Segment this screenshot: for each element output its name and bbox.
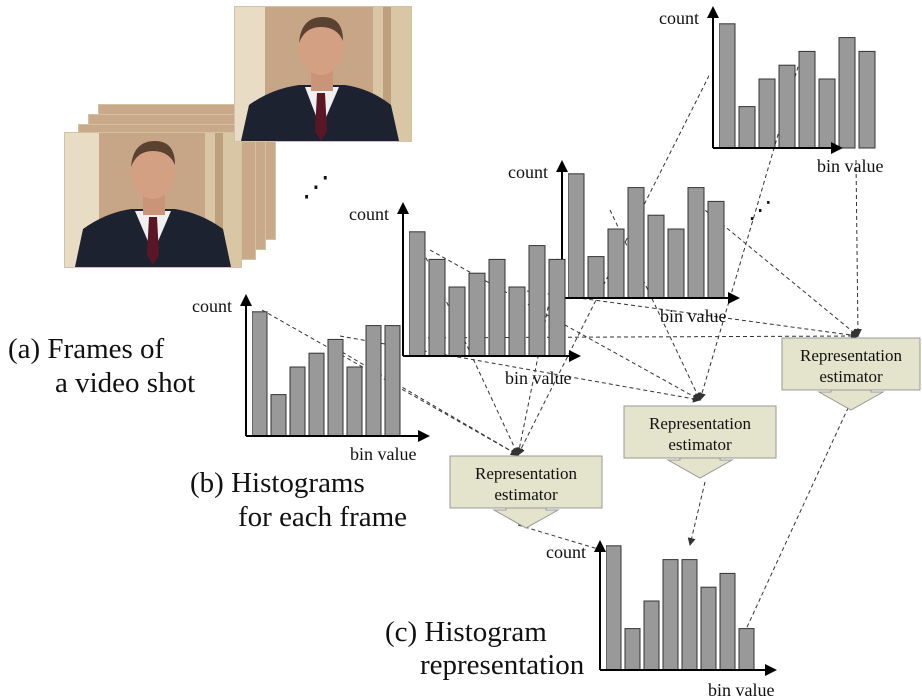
histogram-bar [667,228,685,299]
dashed-arrow [741,381,861,639]
speaker-image [65,133,241,267]
estimator-box [781,337,921,391]
histogram-bar [448,286,466,357]
histogram-frame4: count bin value [659,6,883,176]
histogram-bar [567,173,585,299]
representation-estimator: Representation estimator [449,455,603,529]
histogram-bar [408,231,426,357]
histogram-frame2: count bin value [349,202,581,388]
estimator-box [623,405,777,459]
count-label: count [508,162,548,182]
caption-histograms-line1: (b) Histograms [190,467,365,499]
ellipsis-frames: ⋰ [302,170,330,203]
dashed-arrow [687,481,706,546]
histogram-bar [624,628,641,671]
histogram-representation: count bin value [546,540,777,700]
dashed-arrow [339,335,701,403]
histogram-bar [270,394,287,437]
histogram-bar [700,586,717,671]
dashed-arrow [699,205,859,337]
histogram-bar [327,338,344,437]
representation-estimator: Representation estimator [623,405,777,479]
count-label: count [546,542,586,562]
histogram-bar [818,78,836,149]
dashed-arrow [853,159,862,337]
histogram-bar [662,559,679,671]
caption-representation-line2: representation [420,649,585,681]
histogram-bar [528,245,546,357]
histogram-bar [707,200,725,299]
video-frame-last [234,6,412,142]
histogram-bar [428,258,446,357]
histogram-bar [687,187,705,299]
caption-frames-line1: (a) Frames of [8,333,165,365]
histogram-bar [738,628,755,671]
histogram-bar [607,228,625,299]
ellipsis-histograms: ⋰ [748,196,772,224]
histogram-bar [308,352,325,437]
dashed-arrow [609,209,701,401]
histogram-bar [718,23,736,149]
histogram-bar [738,106,756,149]
video-frame-front [64,132,242,268]
dashed-arrow [329,344,519,456]
bin-value-label: bin value [660,306,726,326]
histogram-bar [858,50,876,149]
histogram-bar [647,214,665,299]
histogram-bar [605,545,622,671]
count-label: count [192,296,232,316]
estimator-label-line1: Representation [475,464,577,483]
estimator-label-line2: estimator [494,485,558,504]
estimator-label-line2: estimator [668,435,732,454]
histogram-bar [384,325,401,437]
histogram-bar [365,325,382,437]
histogram-bar [838,37,856,149]
histogram-bar [587,256,605,299]
bin-value-label: bin value [505,368,571,388]
caption-frames-line2: a video shot [55,367,196,399]
histogram-bar [346,366,363,437]
speaker-image [235,7,411,141]
histogram-bar [468,272,486,357]
estimator-label-line2: estimator [819,367,883,386]
histogram-bar [289,366,306,437]
histogram-bar [798,50,816,149]
estimator-label-line1: Representation [800,346,902,365]
histogram-bar [681,559,698,671]
histogram-bar [719,572,736,671]
histogram-frame1: count bin value [192,294,430,464]
representation-estimator: Representation estimator [781,337,921,411]
histogram-bar [548,258,566,357]
histogram-bar [251,311,268,437]
bin-value-label: bin value [708,680,774,700]
bin-value-label: bin value [817,156,883,176]
caption-representation-line1: (c) Histogram [385,616,547,648]
histogram-bar [488,258,506,357]
estimator-down-arrow [817,389,885,411]
histogram-bar [758,78,776,149]
bin-value-label: bin value [350,444,416,464]
estimator-down-arrow [492,507,560,529]
histogram-bar [627,187,645,299]
count-label: count [349,204,389,224]
estimator-down-arrow [666,457,734,479]
estimator-box [449,455,603,509]
caption-histograms-line2: for each frame [238,501,408,533]
histogram-bar [643,600,660,671]
histogram-bar [508,286,526,357]
histogram-bar [778,64,796,149]
estimator-label-line1: Representation [649,414,751,433]
count-label: count [659,8,699,28]
